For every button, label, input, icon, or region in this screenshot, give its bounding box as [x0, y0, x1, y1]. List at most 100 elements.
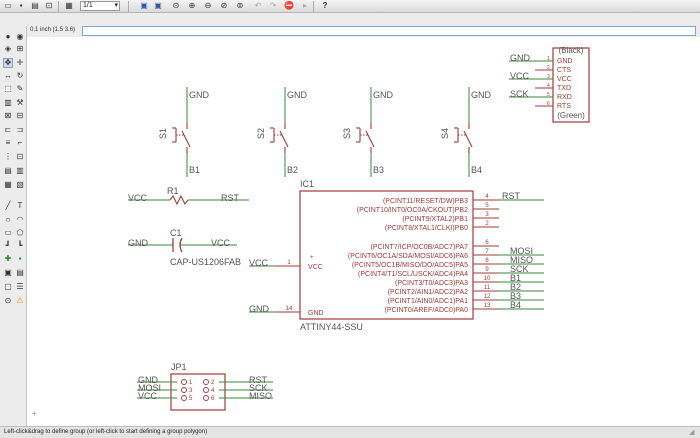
header-pin-number: 6 [547, 101, 550, 107]
resistor-r1[interactable]: R1 VCC RST [128, 186, 249, 206]
show-icon[interactable]: ◉ [16, 32, 24, 41]
polygon-icon[interactable]: ⬠ [16, 228, 24, 237]
command-line-input[interactable] [82, 26, 696, 36]
toolbar-separator [58, 1, 59, 12]
split-icon[interactable]: ⋮ [4, 152, 12, 161]
stop-icon[interactable]: ⛔ [284, 1, 294, 10]
jumper-pin-number: 1 [189, 380, 193, 386]
go-icon[interactable]: ▸ [302, 1, 307, 10]
arc-icon[interactable]: ◠ [16, 215, 24, 224]
zoom-in-icon[interactable]: ⊕ [188, 1, 196, 10]
redo-icon[interactable]: ↷ [269, 1, 277, 10]
wrench-icon[interactable]: ⚒ [16, 98, 24, 107]
smash-icon[interactable]: ≡ [5, 138, 11, 147]
group-icon[interactable]: ⬚ [4, 84, 12, 93]
ic-pin-number: 12 [484, 294, 491, 300]
capacitor-c1[interactable]: C1 CAP-US1206FAB GND VCC [128, 228, 241, 267]
jumper-pin-number: 3 [189, 388, 193, 394]
script-icon[interactable]: ▣ [140, 1, 148, 10]
capacitor-value: CAP-US1206FAB [170, 257, 241, 267]
attribute-icon[interactable]: ▣ [4, 268, 12, 277]
optimize-icon[interactable]: ▦ [4, 180, 12, 189]
switch-name: S1 [158, 128, 168, 139]
add-icon[interactable]: ⊠ [4, 111, 12, 120]
toolbar-separator [128, 1, 129, 12]
display-icon[interactable]: ◈ [4, 44, 12, 53]
bus-icon[interactable]: ┛ [5, 241, 11, 250]
ic-pin-number: 5 [485, 203, 489, 209]
change-icon[interactable]: ✎ [16, 84, 24, 93]
info-icon[interactable]: ● [5, 32, 11, 41]
save-icon[interactable]: ▪ [19, 1, 23, 10]
net-label: B4 [510, 300, 521, 310]
ic-value: ATTINY44-SSU [300, 322, 363, 332]
zoom-redraw-icon[interactable]: ⊚ [236, 1, 244, 10]
replace-icon[interactable]: ⊟ [16, 111, 24, 120]
print-icon[interactable]: ▤ [31, 1, 39, 10]
capacitor-name: C1 [170, 228, 182, 238]
net-label: VCC [211, 238, 231, 248]
board-icon[interactable]: ▦ [65, 1, 73, 10]
ic-pin-number: 3 [485, 212, 489, 218]
warning-icon[interactable]: ⚠ [16, 296, 24, 305]
mirror-icon[interactable]: ↔ [4, 71, 12, 80]
rotate-icon[interactable]: ↻ [16, 71, 24, 80]
net-label: B1 [189, 165, 200, 175]
net-label: SCK [510, 89, 529, 99]
net-label: MOSI [138, 383, 161, 393]
header-pin-number: 3 [547, 74, 550, 80]
ic-pin-name: (PCINT8/XTAL1/CLKI)PB0 [385, 225, 468, 232]
main-toolbar: ▭ ▪ ▤ ⊡ ▦ 1/1 ▣ ▣ ⊙ ⊕ ⊖ ⊘ ⊚ ↶ ↷ ⛔ ▸ ? [0, 0, 700, 13]
ratsnest-icon[interactable]: ▧ [16, 180, 24, 189]
net-label: VCC [510, 71, 530, 81]
undo-icon[interactable]: ↶ [254, 1, 262, 10]
gate-swap-icon[interactable]: ▤ [4, 166, 12, 175]
zoom-out-icon[interactable]: ⊖ [204, 1, 212, 10]
open-icon[interactable]: ▭ [4, 1, 12, 10]
net-label: MISO [249, 391, 272, 401]
net-label: SCK [249, 383, 268, 393]
erc-icon[interactable]: ▢ [4, 282, 12, 291]
junction-icon[interactable]: ✚ [4, 254, 12, 263]
value-icon[interactable]: ⊐ [16, 125, 24, 134]
help-icon[interactable]: ? [322, 1, 328, 10]
errors-icon[interactable]: ☰ [16, 282, 24, 291]
resize-grip-icon[interactable]: ◢ [689, 429, 695, 436]
zoom-select-icon[interactable]: ⊘ [220, 1, 228, 10]
mark-icon[interactable]: ⊞ [16, 44, 24, 53]
label-icon[interactable]: ▪ [18, 254, 22, 263]
header-pin-name: GND [557, 58, 573, 65]
run-icon[interactable]: ▣ [154, 1, 162, 10]
pin-swap-icon[interactable]: ▥ [16, 166, 24, 175]
text-icon[interactable]: T [17, 201, 23, 210]
miter-icon[interactable]: ⌐ [17, 138, 23, 147]
name-icon[interactable]: ⊏ [4, 125, 12, 134]
rect-icon[interactable]: ▭ [4, 228, 12, 237]
delete-icon[interactable]: ▥ [4, 98, 12, 107]
wire-icon[interactable]: ╱ [5, 201, 11, 210]
ic-pin-name: (PCINT10/INT0/OC0A/CKOUT)PB2 [357, 207, 468, 214]
circle-icon[interactable]: ○ [5, 215, 11, 224]
jumper-pin [203, 379, 209, 385]
copy-icon[interactable]: ✛ [16, 58, 24, 67]
ic-pin-number: 13 [484, 303, 491, 309]
cam-icon[interactable]: ⊡ [45, 1, 53, 10]
ulp-icon[interactable]: ⊙ [4, 296, 12, 305]
invoke-icon[interactable]: ⊡ [16, 152, 24, 161]
ic-pin-number: 8 [485, 258, 489, 264]
zoom-fit-icon[interactable]: ⊙ [172, 1, 180, 10]
net-icon[interactable]: ┗ [17, 241, 23, 250]
dimension-icon[interactable]: ▤ [16, 268, 24, 277]
move-icon[interactable]: ✥ [3, 58, 13, 68]
page-select[interactable]: 1/1 [80, 1, 120, 11]
